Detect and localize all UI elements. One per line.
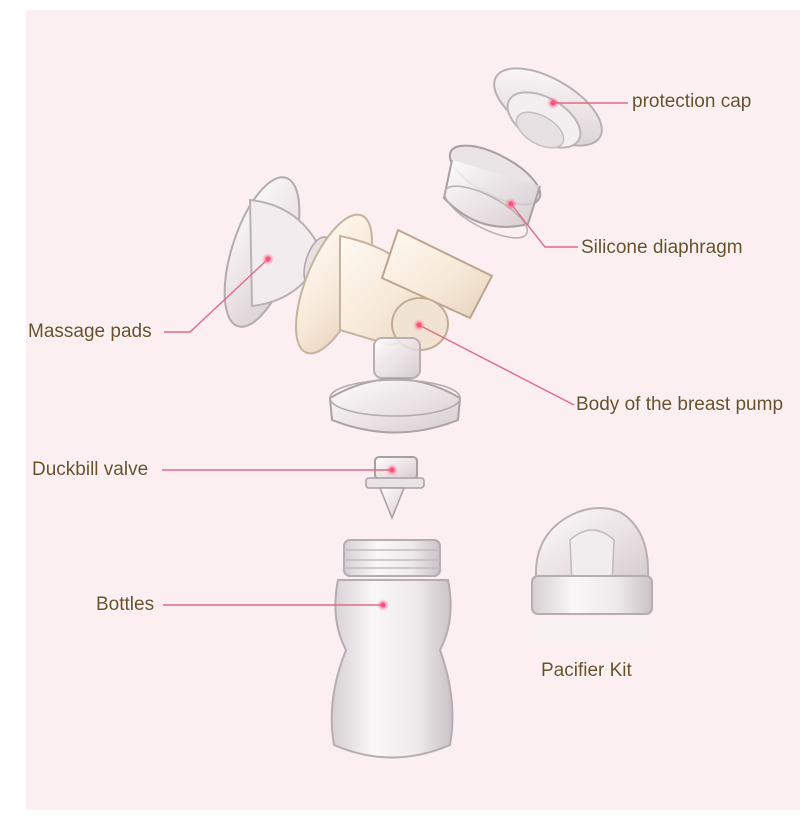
pacifier-kit-part	[531, 507, 653, 644]
label-massage-pads: Massage pads	[28, 321, 152, 342]
bottle-part	[330, 539, 454, 759]
leader-silicone-diaphragm	[510, 203, 578, 248]
label-body: Body of the breast pump	[576, 394, 784, 415]
marker-dots	[262, 97, 559, 611]
leader-lines	[162, 102, 628, 606]
pump-body-part	[295, 213, 494, 434]
leader-body	[418, 324, 575, 406]
protection-cap-part	[493, 67, 603, 149]
label-pacifier-kit: Pacifier Kit	[541, 660, 632, 681]
label-silicone-diaphragm: Silicone diaphragm	[581, 237, 743, 258]
label-protection-cap: protection cap	[632, 91, 752, 112]
leader-massage-pads	[164, 258, 269, 333]
label-duckbill-valve: Duckbill valve	[32, 459, 149, 480]
label-bottles: Bottles	[96, 594, 155, 615]
